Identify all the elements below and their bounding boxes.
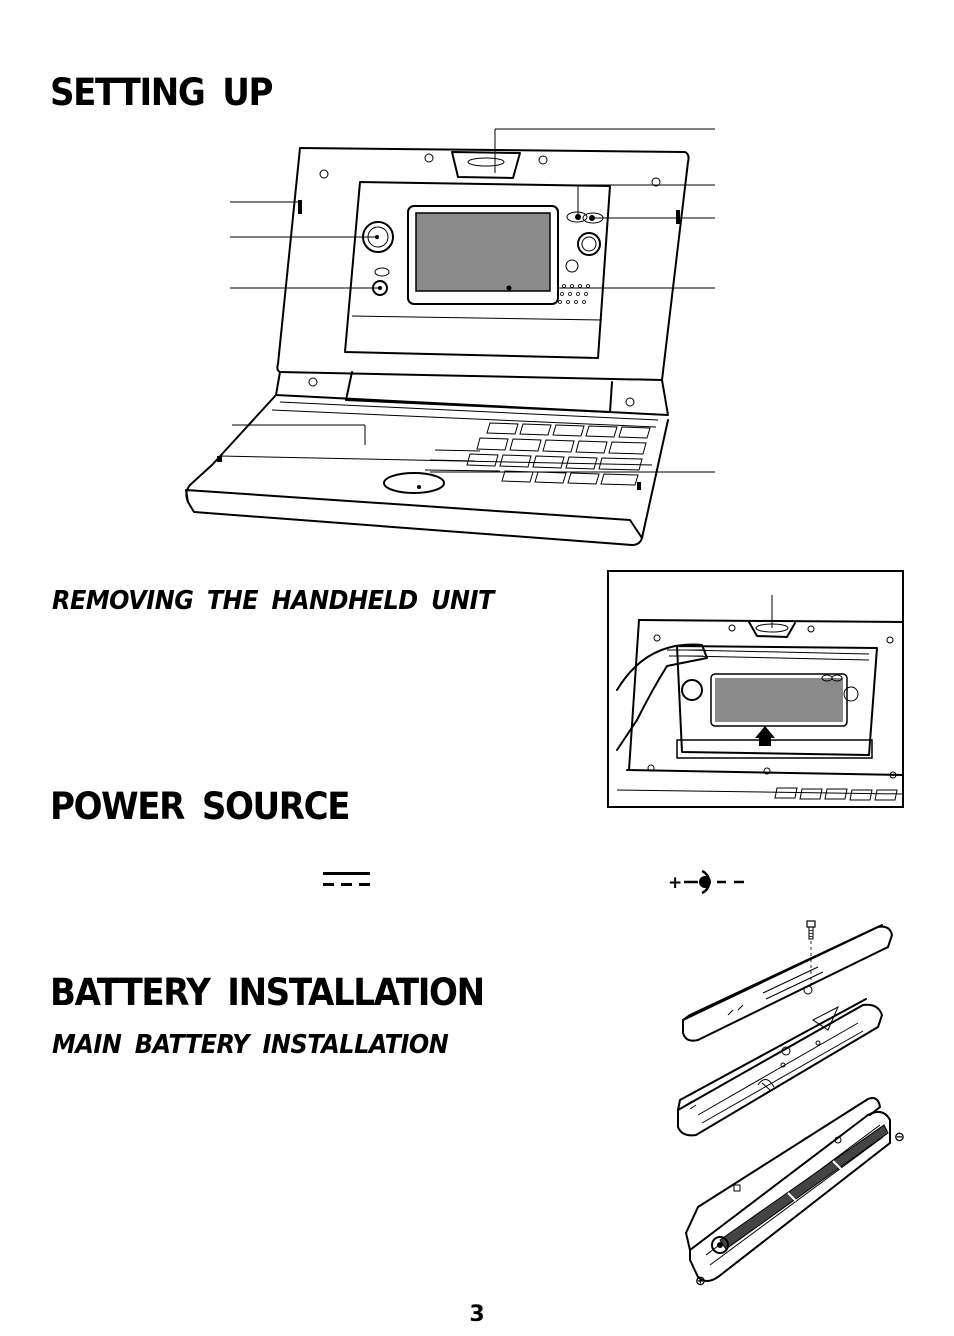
keyboard-keys: [424, 422, 651, 486]
battery-cells: [711, 1124, 889, 1254]
subsection-title-main-battery: MAIN BATTERY INSTALLATION: [52, 1030, 449, 1060]
battery-minus-label: ⊖: [894, 1130, 905, 1145]
section-title-setting-up: SETTING UP: [50, 71, 273, 114]
section-title-battery-installation: BATTERY INSTALLATION: [50, 971, 485, 1014]
subsection-title-removing-handheld: REMOVING THE HANDHELD UNIT: [52, 586, 494, 616]
section-title-power-source: POWER SOURCE: [50, 785, 350, 828]
laptop-diagram: [185, 128, 715, 546]
screw-icon: [806, 920, 816, 987]
center-positive-polarity-icon: +: [668, 869, 744, 895]
battery-compartment-diagram: ⊖ ⊕: [677, 920, 905, 1289]
polarity-plus-label: +: [668, 873, 682, 893]
battery-plus-label: ⊕: [695, 1274, 706, 1289]
dc-current-icon: [323, 872, 370, 886]
page-number: 3: [469, 1302, 485, 1327]
removing-handheld-illustration: [607, 570, 904, 808]
speaker-grille: [558, 284, 590, 304]
